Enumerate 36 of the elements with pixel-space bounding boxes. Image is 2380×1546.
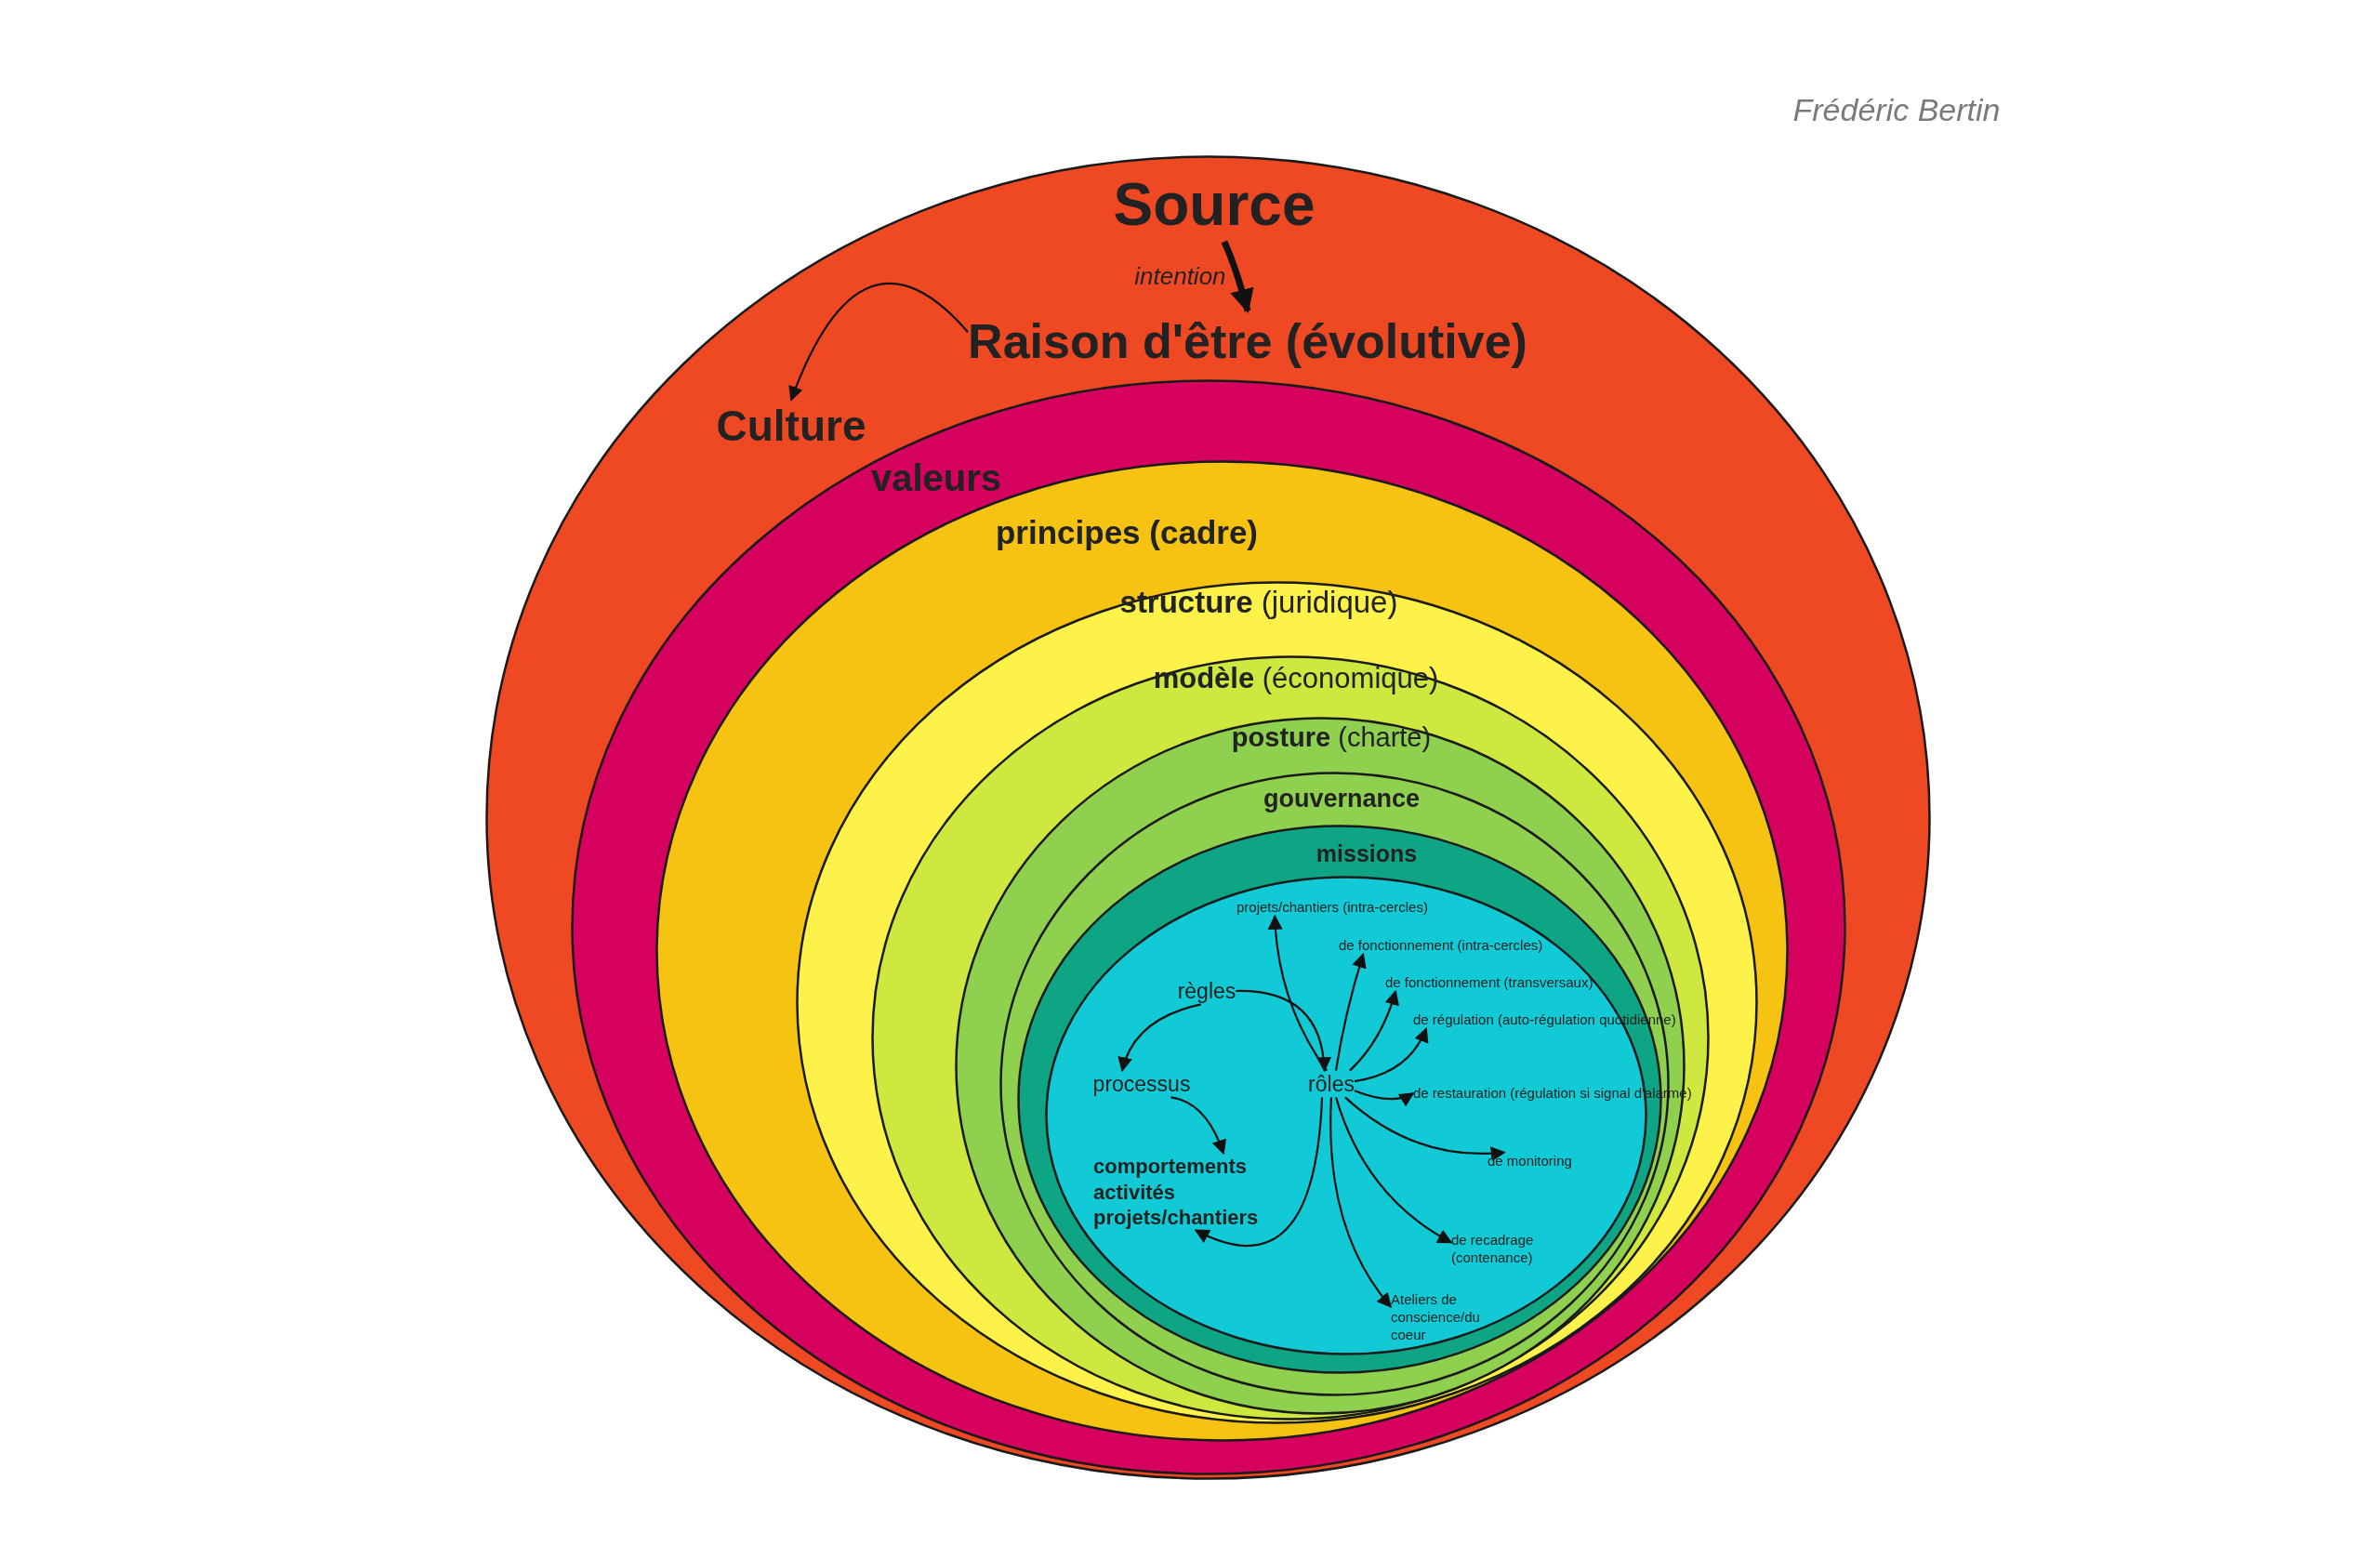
arrow — [1349, 989, 1399, 1072]
band-label: posture (charte) — [1231, 720, 1432, 754]
arrow — [1329, 1097, 1392, 1308]
arrow — [788, 283, 969, 402]
text-label: de recadrage (contenance) — [1451, 1232, 1554, 1267]
text-label: règles — [1177, 977, 1236, 1005]
text-label: Raison d'être (évolutive) — [968, 311, 1527, 372]
text-label: rôles — [1308, 1070, 1355, 1098]
text-label: comportements activités projets/chantiers — [1093, 1153, 1279, 1231]
text-label: projets/chantiers (intra-cercles) — [1236, 898, 1428, 917]
text-label: Ateliers de conscience/du coeur — [1391, 1290, 1502, 1344]
arrow — [1267, 914, 1328, 1072]
text-label: Source — [1113, 167, 1316, 242]
arrow — [1354, 1026, 1428, 1083]
band-label: valeurs — [870, 456, 1002, 500]
arrow — [1334, 1097, 1453, 1244]
text-label: de monitoring — [1488, 1152, 1572, 1170]
author-name: Frédéric Bertin — [1792, 90, 2001, 129]
arrow — [1354, 1090, 1415, 1106]
text-label: processus — [1092, 1070, 1191, 1098]
band-label: principes (cadre) — [996, 513, 1258, 553]
arrow — [1118, 1003, 1201, 1073]
band-label: modèle (économique) — [1153, 660, 1439, 696]
arrow — [1236, 989, 1331, 1073]
band-label: structure (juridique) — [1119, 584, 1398, 622]
band-label: gouvernance — [1263, 784, 1421, 815]
text-label: de fonctionnement (transversaux) — [1385, 973, 1593, 992]
text-label: de fonctionnement (intra-cercles) — [1339, 936, 1543, 955]
arrow — [1334, 952, 1367, 1071]
arrow — [1344, 1096, 1506, 1161]
band-label: missions — [1316, 839, 1418, 869]
arrow — [1194, 1097, 1324, 1248]
edge-label: intention — [1134, 261, 1226, 292]
arrow — [1221, 240, 1254, 313]
text-label: Culture — [716, 400, 866, 454]
arrow — [1170, 1096, 1226, 1156]
